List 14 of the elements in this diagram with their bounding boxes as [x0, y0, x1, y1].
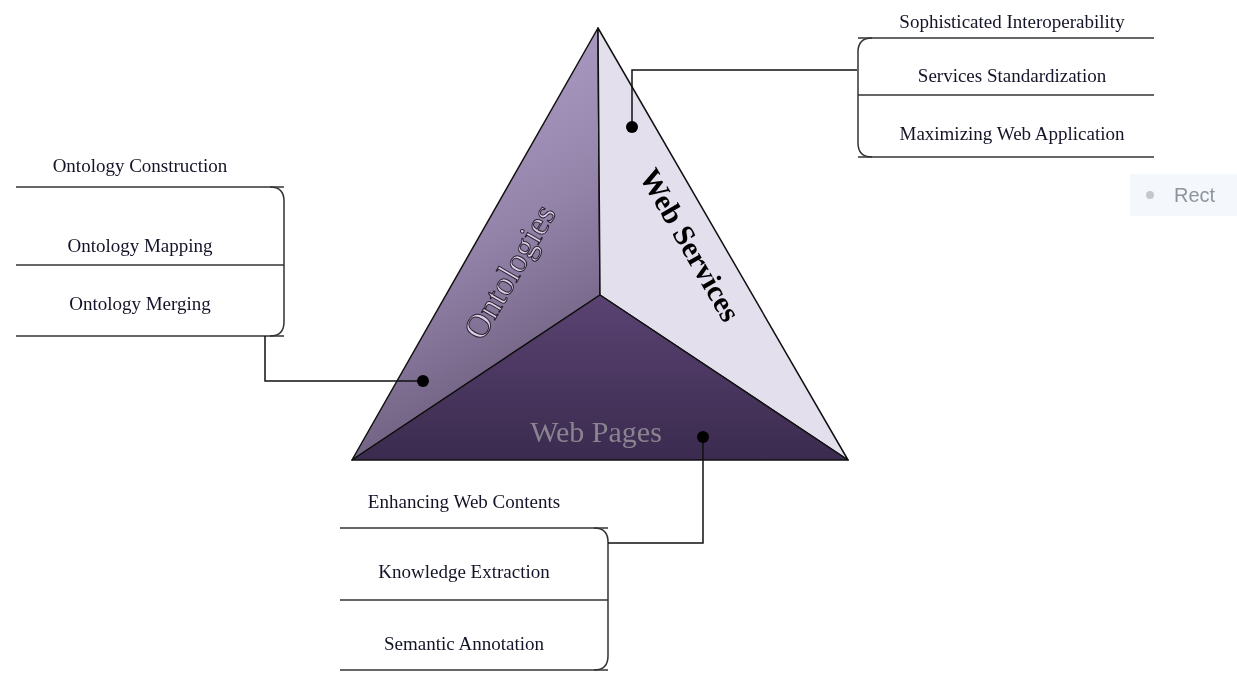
- list-item: Knowledge Extraction: [377, 560, 551, 584]
- leader-line: [264, 335, 429, 387]
- leader-line: [626, 69, 858, 133]
- list-item: Enhancing Web Contents: [366, 490, 562, 514]
- leader-line: [607, 431, 709, 544]
- list-item: Ontology Merging: [68, 292, 212, 316]
- list-item: Ontology Construction: [51, 154, 229, 178]
- list-item: Sophisticated Interoperability: [898, 10, 1126, 34]
- face-label: Web Pages: [530, 417, 662, 447]
- list-item-label: Rect: [1174, 183, 1216, 208]
- list-item: Semantic Annotation: [383, 632, 545, 656]
- list-item: Services Standardization: [916, 64, 1108, 88]
- list-item: Maximizing Web Application: [898, 122, 1126, 146]
- list-item: Ontology Mapping: [66, 234, 214, 258]
